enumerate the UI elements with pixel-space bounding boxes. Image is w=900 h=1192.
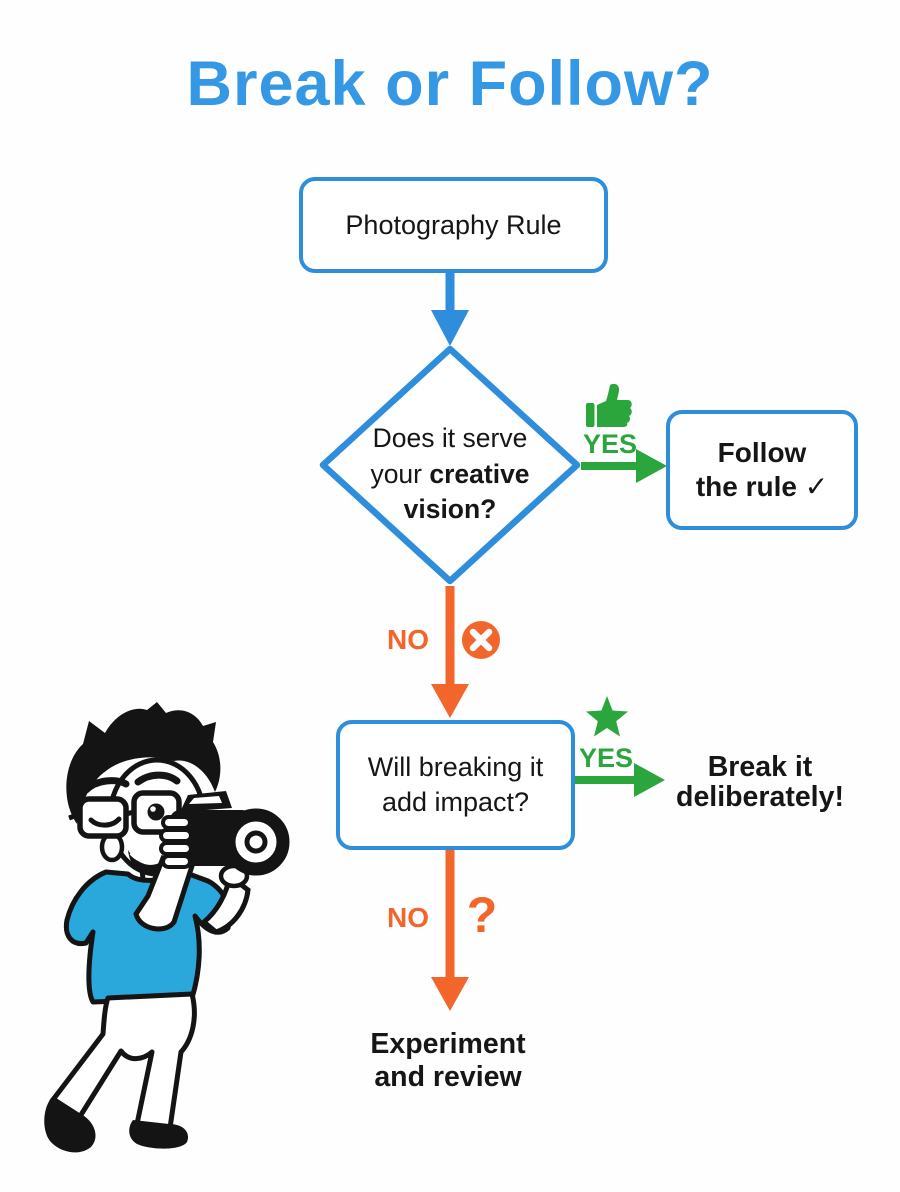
arrow-down-orange-1 [431,586,469,718]
x-circle-icon [462,621,500,659]
decision1-line2: your creative [370,458,530,489]
decision1-line1: Does it serve [372,423,528,453]
impact-line1: Will breaking it [367,752,544,782]
shoe-right [129,1120,189,1149]
hair [66,702,221,824]
node-follow-the-rule: Follow the rule ✓ [666,410,858,530]
arrow-right-green-1 [581,449,667,483]
pants [49,991,197,1131]
node-will-breaking-add-impact: Will breaking it add impact? [336,720,575,850]
t-shirt [63,867,232,1005]
node-photography-rule-label: Photography Rule [345,209,562,240]
no-label-2: NO [387,902,429,933]
arrow-down-blue [431,265,469,346]
node-photography-rule: Photography Rule [299,177,608,273]
no-label-1: NO [387,624,429,655]
follow-line1: Follow [717,437,807,468]
question-mark-icon: ? [466,887,498,943]
photographer-illustration [44,702,290,1153]
hand-fingers [159,815,193,869]
node-decision-creative-vision: Does it serve your creative vision? [330,421,570,528]
yes-label-2: YES [578,743,634,773]
star-icon [586,696,628,737]
page-title: Break or Follow? [186,49,714,119]
shoe-left [44,1096,96,1153]
arrow-right-green-2 [570,763,665,797]
node-experiment-and-review: Experiment and review [348,1028,548,1094]
decision-diamond-shape [319,345,581,585]
node-break-it-deliberately: Break it deliberately! [650,752,870,812]
break-line2: deliberately! [676,781,844,813]
yes-label-1: YES [582,429,638,459]
end-line1: Experiment [370,1028,526,1060]
thumbs-up-icon [586,383,632,427]
end-line2: and review [374,1061,522,1093]
decision1-line3: vision? [403,494,497,524]
follow-line2: the rule ✓ [695,471,829,502]
impact-line2: add impact? [381,787,530,817]
arrow-down-orange-2 [431,845,469,1011]
break-line1: Break it [707,751,813,783]
